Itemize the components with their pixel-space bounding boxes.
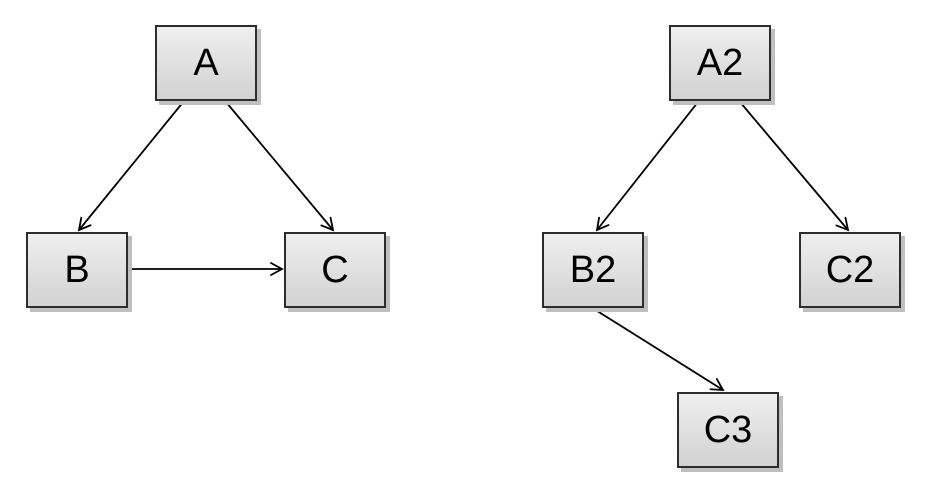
node-A2-label: A2 bbox=[696, 42, 744, 84]
node-B-label: B bbox=[64, 249, 90, 291]
node-A: A bbox=[155, 25, 257, 101]
node-B2: B2 bbox=[542, 232, 644, 308]
edge-A2-B2 bbox=[595, 101, 699, 232]
node-C3-label: C3 bbox=[703, 409, 753, 451]
edge-A2-C2 bbox=[739, 101, 850, 232]
edge-B2-C3 bbox=[593, 308, 725, 391]
node-A-label: A bbox=[193, 42, 219, 84]
node-C: C bbox=[284, 232, 386, 308]
edge-A-B bbox=[77, 100, 185, 232]
node-C2-label: C2 bbox=[825, 249, 875, 291]
node-A2: A2 bbox=[669, 25, 771, 101]
node-C2: C2 bbox=[799, 232, 901, 308]
edge-A-C bbox=[225, 101, 335, 232]
node-C3: C3 bbox=[677, 392, 779, 468]
node-B: B bbox=[26, 232, 128, 308]
node-B2-label: B2 bbox=[569, 249, 617, 291]
node-C-label: C bbox=[321, 249, 349, 291]
